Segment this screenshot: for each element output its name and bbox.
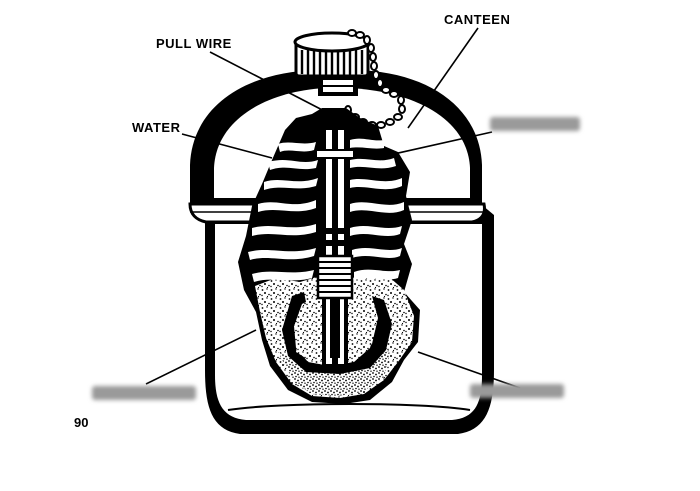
sand-cavity-inner [294,300,376,366]
leader-canteen [407,27,479,129]
pull-wire-loop [324,114,348,127]
bottom-left-hidden-label [92,386,196,400]
cutaway-section [238,108,420,404]
tube-band-1 [320,228,350,234]
leader-water [181,133,273,159]
leader-top-right [375,131,493,159]
canteen-cap [293,31,371,78]
tube-collar-top [315,149,355,159]
tube-band-2 [320,240,350,246]
label-water: WATER [132,120,181,135]
sand-cavity [282,292,392,374]
water-streaks [248,138,404,282]
leader-lines [145,27,521,389]
canteen-neck [318,76,358,96]
page-number: 90 [74,415,88,430]
pull-wire-tube [315,124,355,368]
canteen-bottom-curve [227,403,471,411]
label-pull-wire: PULL WIRE [156,36,232,51]
label-canteen: CANTEEN [444,12,510,27]
top-right-hidden-label [490,117,580,131]
cap-knurling [300,50,364,75]
rod-lower [330,298,340,358]
leader-bottom-right [417,351,521,389]
bottom-right-hidden-label [470,384,564,398]
leader-pull-wire [209,51,335,117]
leader-bottom-left [145,329,257,385]
